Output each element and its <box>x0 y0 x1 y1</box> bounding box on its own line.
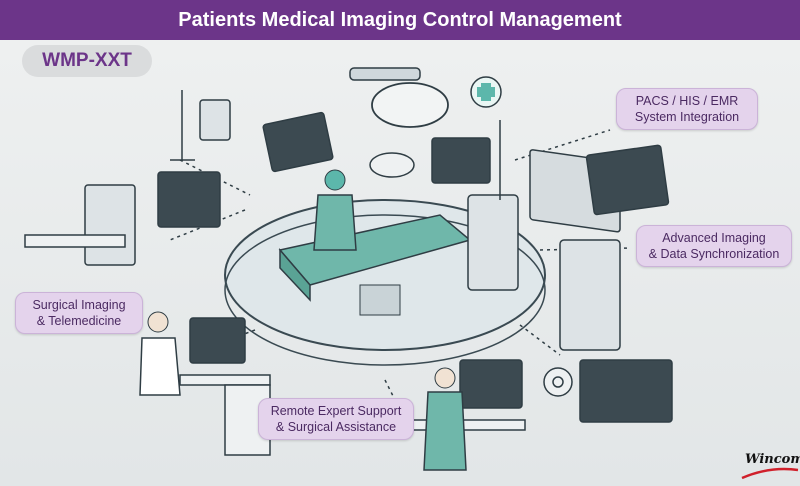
monitor-icon <box>157 111 673 423</box>
label-remote-expert: Remote Expert Support & Surgical Assista… <box>258 398 414 440</box>
label-surgical-imaging: Surgical Imaging & Telemedicine <box>15 292 143 334</box>
logo-swoosh <box>741 467 799 480</box>
label-line: & Surgical Assistance <box>275 420 397 434</box>
page-title: Patients Medical Imaging Control Managem… <box>0 0 800 40</box>
label-line: PACS / HIS / EMR <box>635 94 739 108</box>
wincomm-logo: Wincomm <box>745 452 800 467</box>
model-badge: WMP-XXT <box>22 45 152 77</box>
medical-cross-icon <box>470 76 502 108</box>
label-line: & Data Synchronization <box>648 247 780 261</box>
iv-stand <box>170 90 501 200</box>
surgical-light-icon <box>349 67 449 178</box>
label-line: & Telemedicine <box>36 314 122 328</box>
lock-icon <box>543 367 573 397</box>
doctor-figures <box>139 311 467 471</box>
label-line: Surgical Imaging <box>32 298 126 312</box>
label-pacs-his-emr: PACS / HIS / EMR System Integration <box>616 88 758 130</box>
label-line: Remote Expert Support <box>270 404 402 418</box>
workstation-desk <box>24 234 526 456</box>
label-line: Advanced Imaging <box>662 231 766 245</box>
label-advanced-imaging: Advanced Imaging & Data Synchronization <box>636 225 792 267</box>
label-line: System Integration <box>634 110 740 124</box>
surgeon-figure <box>313 169 357 251</box>
